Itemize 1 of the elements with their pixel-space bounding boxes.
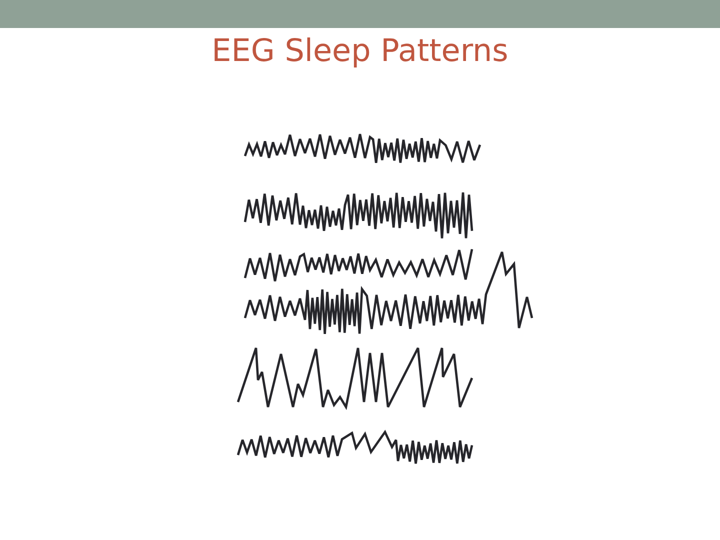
title: EEG Sleep Patterns — [210, 32, 510, 71]
